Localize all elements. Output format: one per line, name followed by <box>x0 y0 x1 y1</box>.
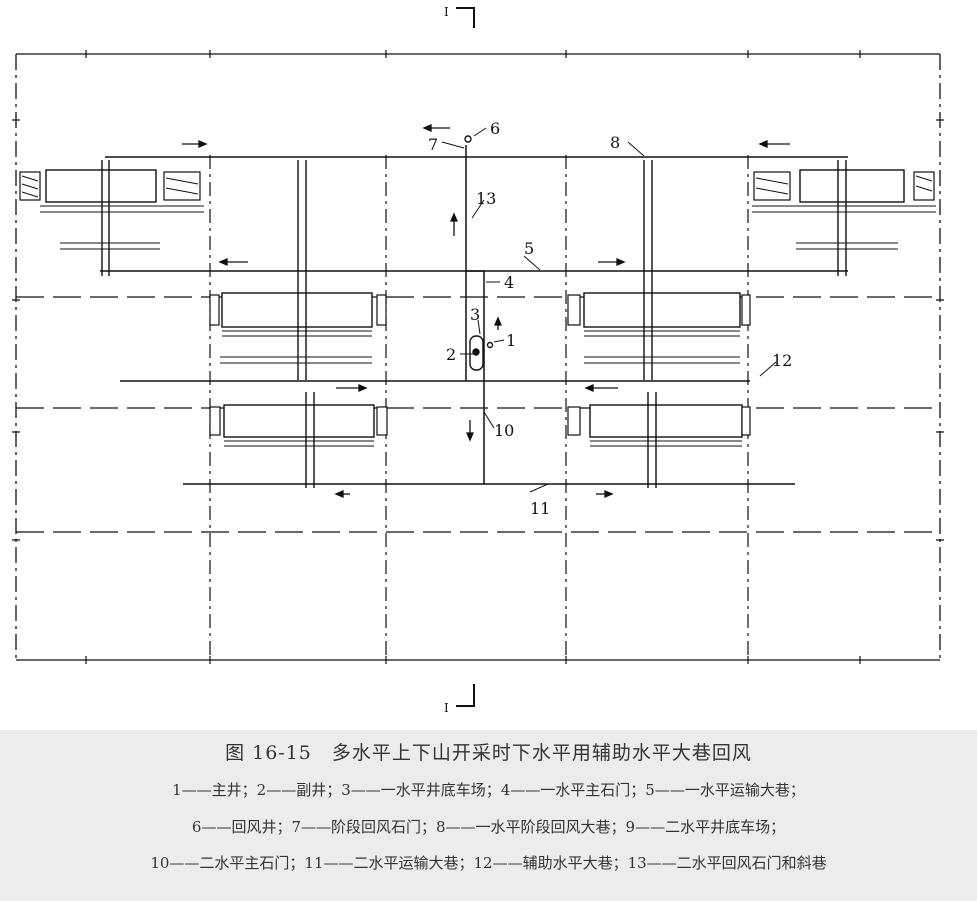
pillar-pattern <box>21 175 933 198</box>
ventilation-shaft <box>464 135 472 143</box>
label-10: 10 <box>494 421 514 440</box>
mine-development-diagram: I I <box>0 0 977 730</box>
label-7: 7 <box>428 135 438 154</box>
auxiliary-shaft-center <box>472 348 480 356</box>
section-label-top: I <box>444 5 449 19</box>
inclines <box>101 160 847 488</box>
label-12: 12 <box>772 351 792 370</box>
label-13: 13 <box>476 189 496 208</box>
mine-field-boundary <box>15 53 941 661</box>
callout-labels: 6 7 8 13 5 4 3 1 2 10 11 12 <box>428 119 792 518</box>
label-5: 5 <box>524 239 534 258</box>
roadways <box>100 145 848 485</box>
label-11: 11 <box>530 499 550 518</box>
label-4: 4 <box>504 273 514 292</box>
boundary-ticks <box>12 50 944 664</box>
label-2: 2 <box>446 345 456 364</box>
label-6: 6 <box>490 119 500 138</box>
legend-line-3: 10——二水平主石门；11——二水平运输大巷；12——辅助水平大巷；13——二水… <box>150 854 827 872</box>
airflow-arrows <box>182 124 790 498</box>
diagram-background <box>0 0 977 730</box>
section-marks <box>456 7 475 707</box>
panel-grid-strips <box>40 205 936 447</box>
label-1: 1 <box>506 331 516 350</box>
level-boundaries-dashed <box>16 296 940 533</box>
coal-pillars-hatched <box>19 171 935 436</box>
mining-panels <box>45 169 905 438</box>
label-3: 3 <box>470 305 480 324</box>
main-shaft <box>486 341 494 349</box>
leader-lines <box>441 127 777 493</box>
legend-line-2: 6——回风井；7——阶段回风石门；8——一水平阶段回风大巷；9——二水平井底车场… <box>191 818 786 836</box>
figure-title: 图 16-15 多水平上下山开采时下水平用辅助水平大巷回风 <box>225 742 752 764</box>
level-2-main-crosscut <box>466 270 485 484</box>
legend-line-1: 1——主井；2——副井；3——一水平井底车场；4——一水平主石门；5——一水平运… <box>172 781 805 799</box>
shafts <box>464 135 494 371</box>
section-label-bottom: I <box>444 701 449 715</box>
label-8: 8 <box>610 133 620 152</box>
